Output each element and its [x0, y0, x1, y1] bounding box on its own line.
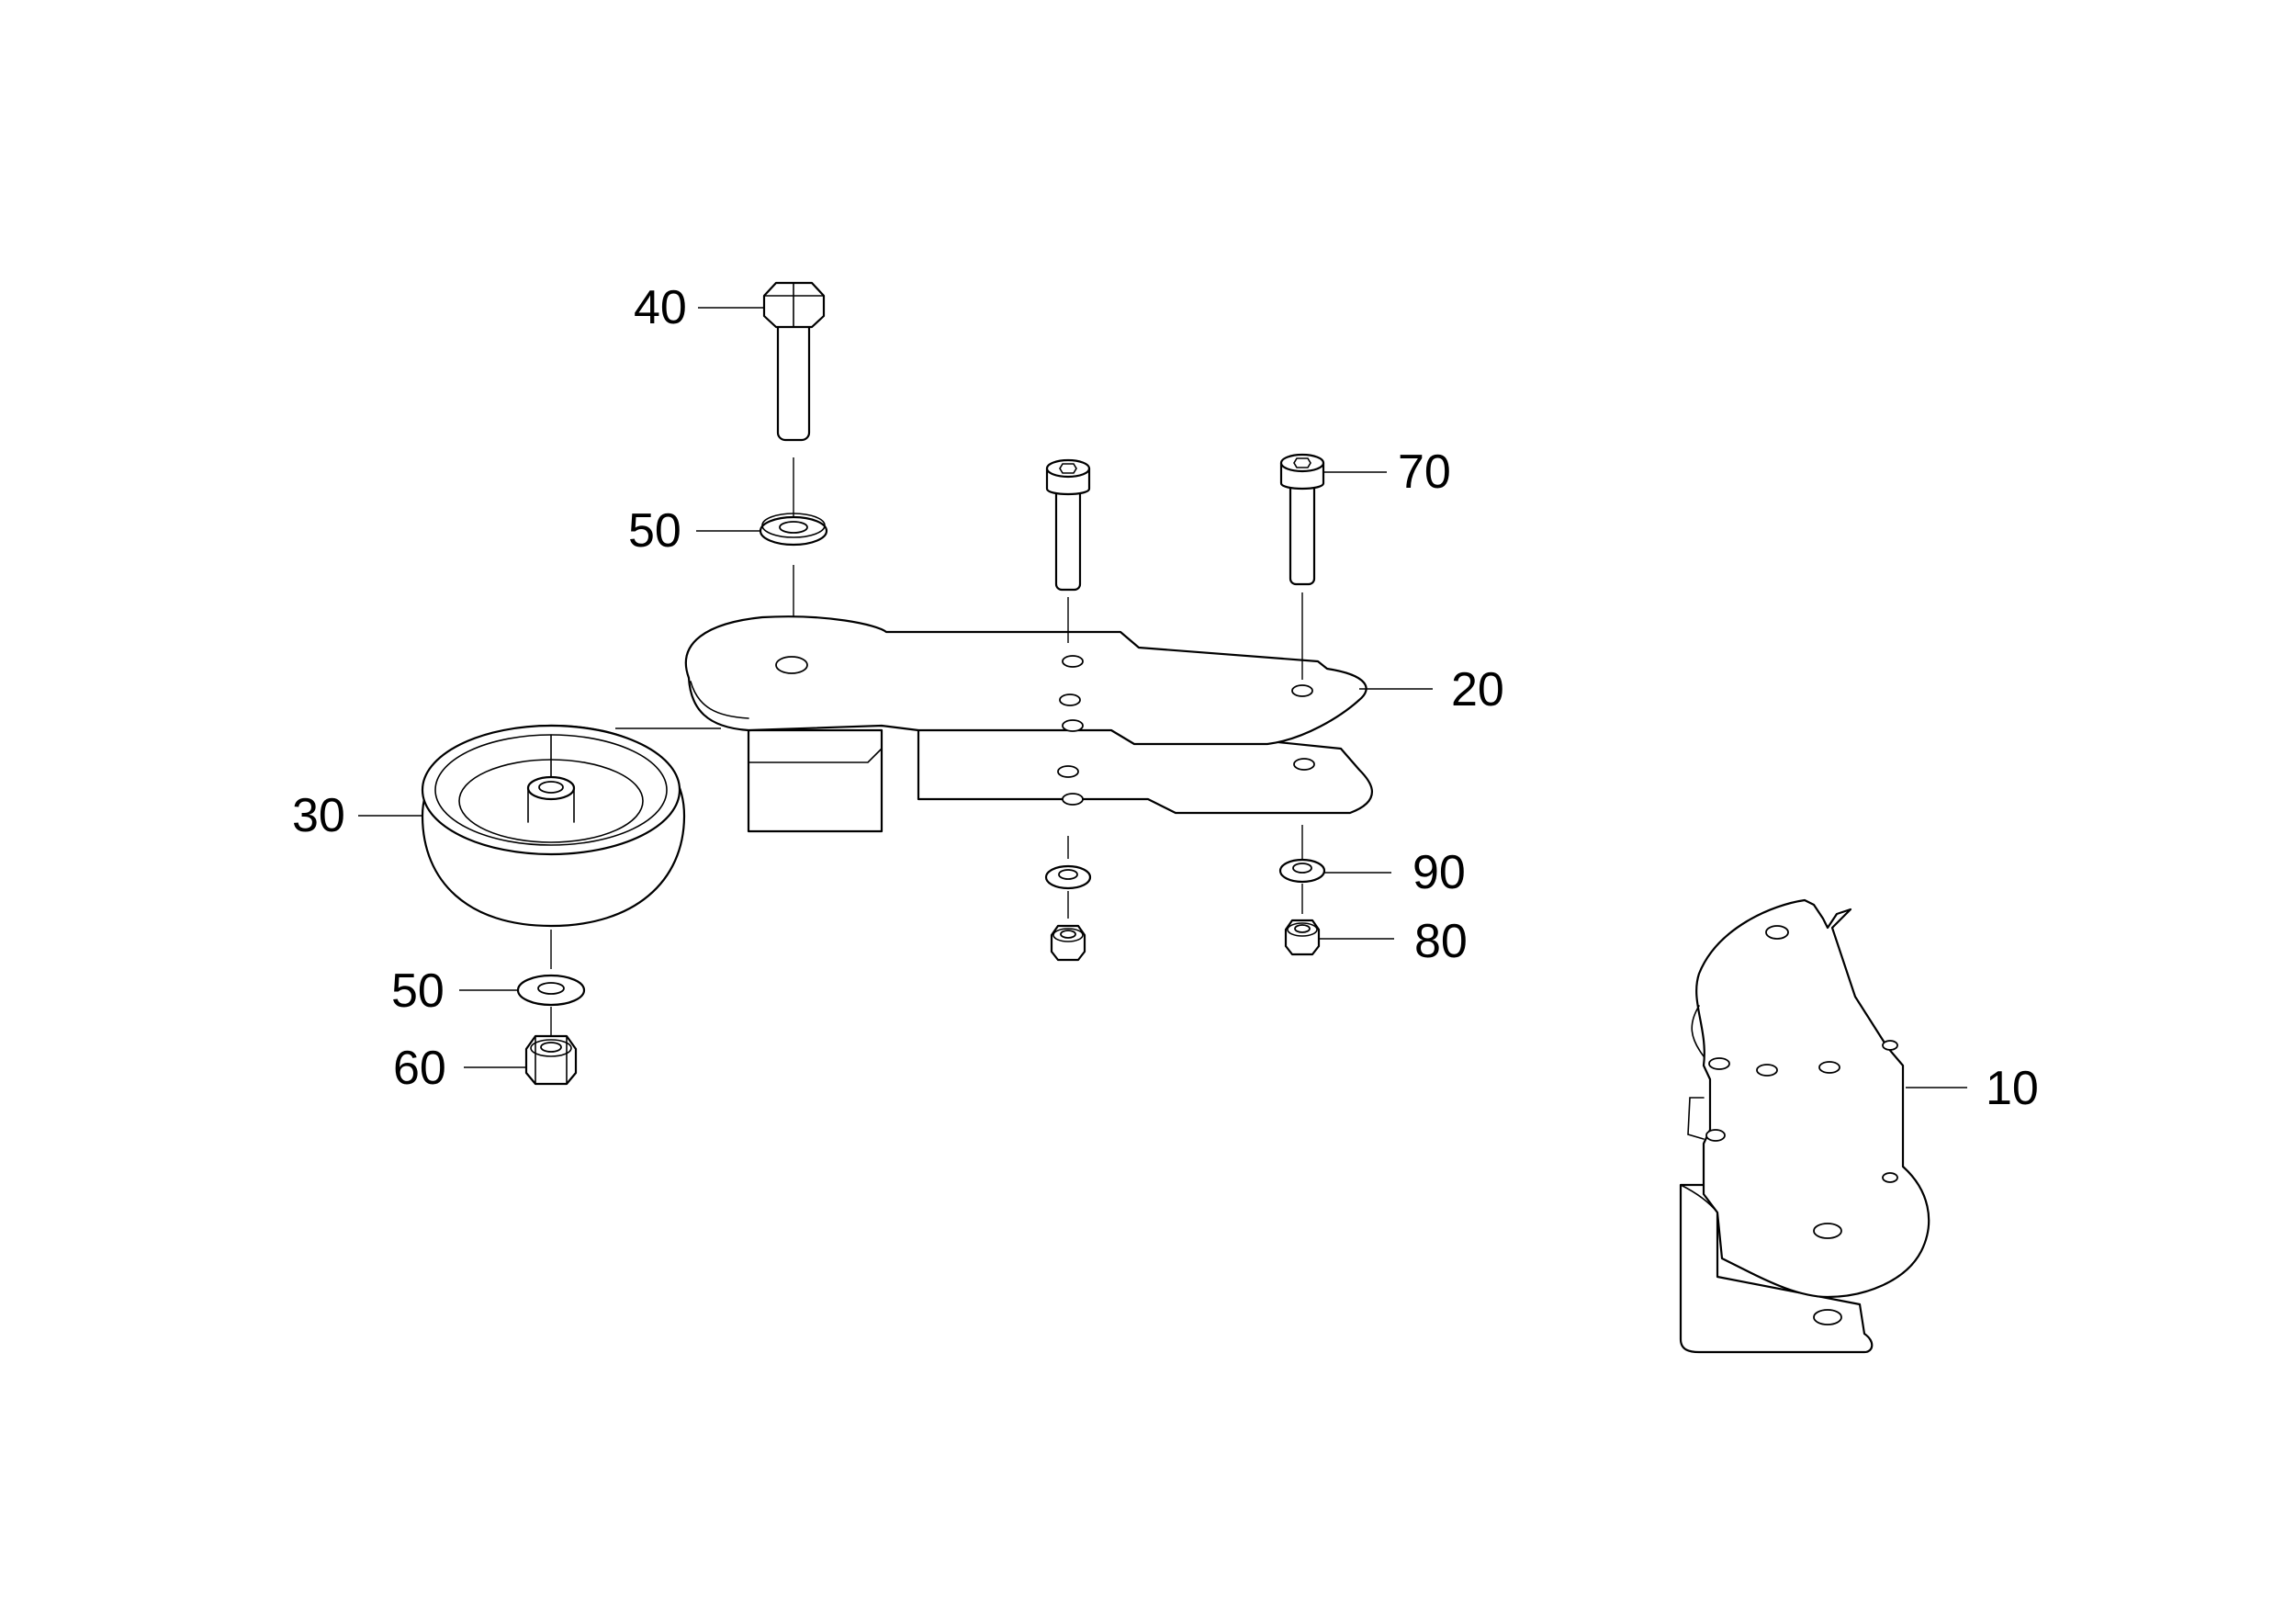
callout-40: 40 — [634, 281, 687, 334]
lock-nut-part-80-right — [1284, 919, 1321, 956]
hex-bolt-part-40 — [762, 281, 826, 442]
callout-50-top: 50 — [628, 504, 681, 558]
callout-90: 90 — [1412, 846, 1466, 899]
bracket-plate-part-20 — [684, 615, 1373, 833]
lock-nut-part-80-left — [1050, 924, 1086, 962]
callout-60: 60 — [393, 1042, 446, 1095]
callout-10: 10 — [1986, 1062, 2039, 1115]
callout-20: 20 — [1451, 663, 1504, 716]
washer-part-90-right — [1278, 858, 1326, 884]
lock-nut-part-60 — [524, 1034, 578, 1086]
base-bracket-part-10 — [1679, 898, 1930, 1354]
socket-screw-part-70-right — [1279, 453, 1325, 586]
socket-screw-part-70-left — [1045, 458, 1091, 592]
callout-30: 30 — [292, 789, 345, 842]
wheel-part-30 — [421, 724, 686, 928]
callout-50-bottom: 50 — [391, 964, 445, 1018]
washer-part-50-bottom — [516, 974, 586, 1007]
callout-80: 80 — [1414, 915, 1468, 968]
washer-part-50-top — [759, 513, 828, 547]
washer-part-90-left — [1044, 864, 1092, 890]
callout-70: 70 — [1398, 445, 1451, 499]
